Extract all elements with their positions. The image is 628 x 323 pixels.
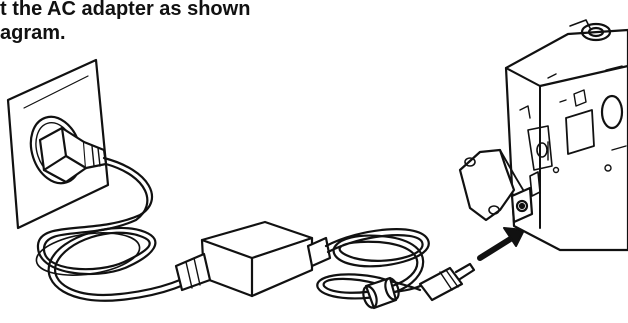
ac-adapter xyxy=(176,222,330,296)
dc-plug xyxy=(420,264,474,300)
insert-arrow xyxy=(480,228,524,258)
power-plug xyxy=(40,128,106,182)
